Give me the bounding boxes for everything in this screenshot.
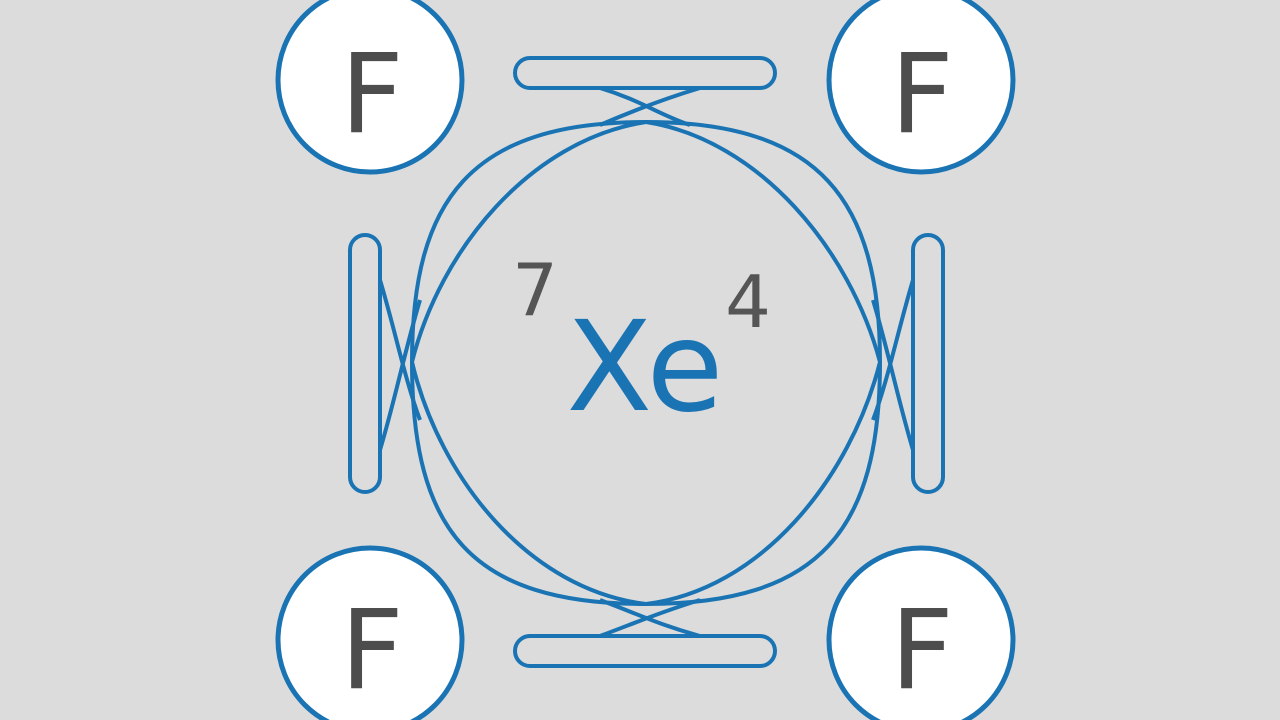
bond-bar-left — [348, 233, 382, 494]
fluorine-atom-top-left — [275, 0, 465, 175]
bond-connector-bottom — [599, 598, 701, 638]
bond-connector-left — [378, 279, 422, 451]
orbital-loop-pointed — [409, 119, 883, 607]
fluorine-label: F — [890, 586, 953, 714]
fluorine-atom-top-right — [826, 0, 1016, 175]
fluorine-atom-bottom-right — [826, 545, 1016, 720]
bond-connector-right — [871, 279, 915, 451]
fluorine-label: F — [890, 30, 953, 158]
fluorine-label: F — [340, 586, 403, 714]
bond-bar-bottom — [513, 634, 777, 668]
bond-bar-right — [911, 233, 945, 494]
xenon-symbol: Xe — [567, 295, 724, 440]
fluorine-atom-bottom-left — [275, 545, 465, 720]
fluorine-label: F — [340, 30, 403, 158]
xenon-right-superscript: 4 — [725, 260, 771, 344]
bond-bar-top — [513, 56, 777, 90]
bond-connector-top — [599, 86, 701, 127]
xenon-left-superscript: 7 — [512, 248, 558, 332]
